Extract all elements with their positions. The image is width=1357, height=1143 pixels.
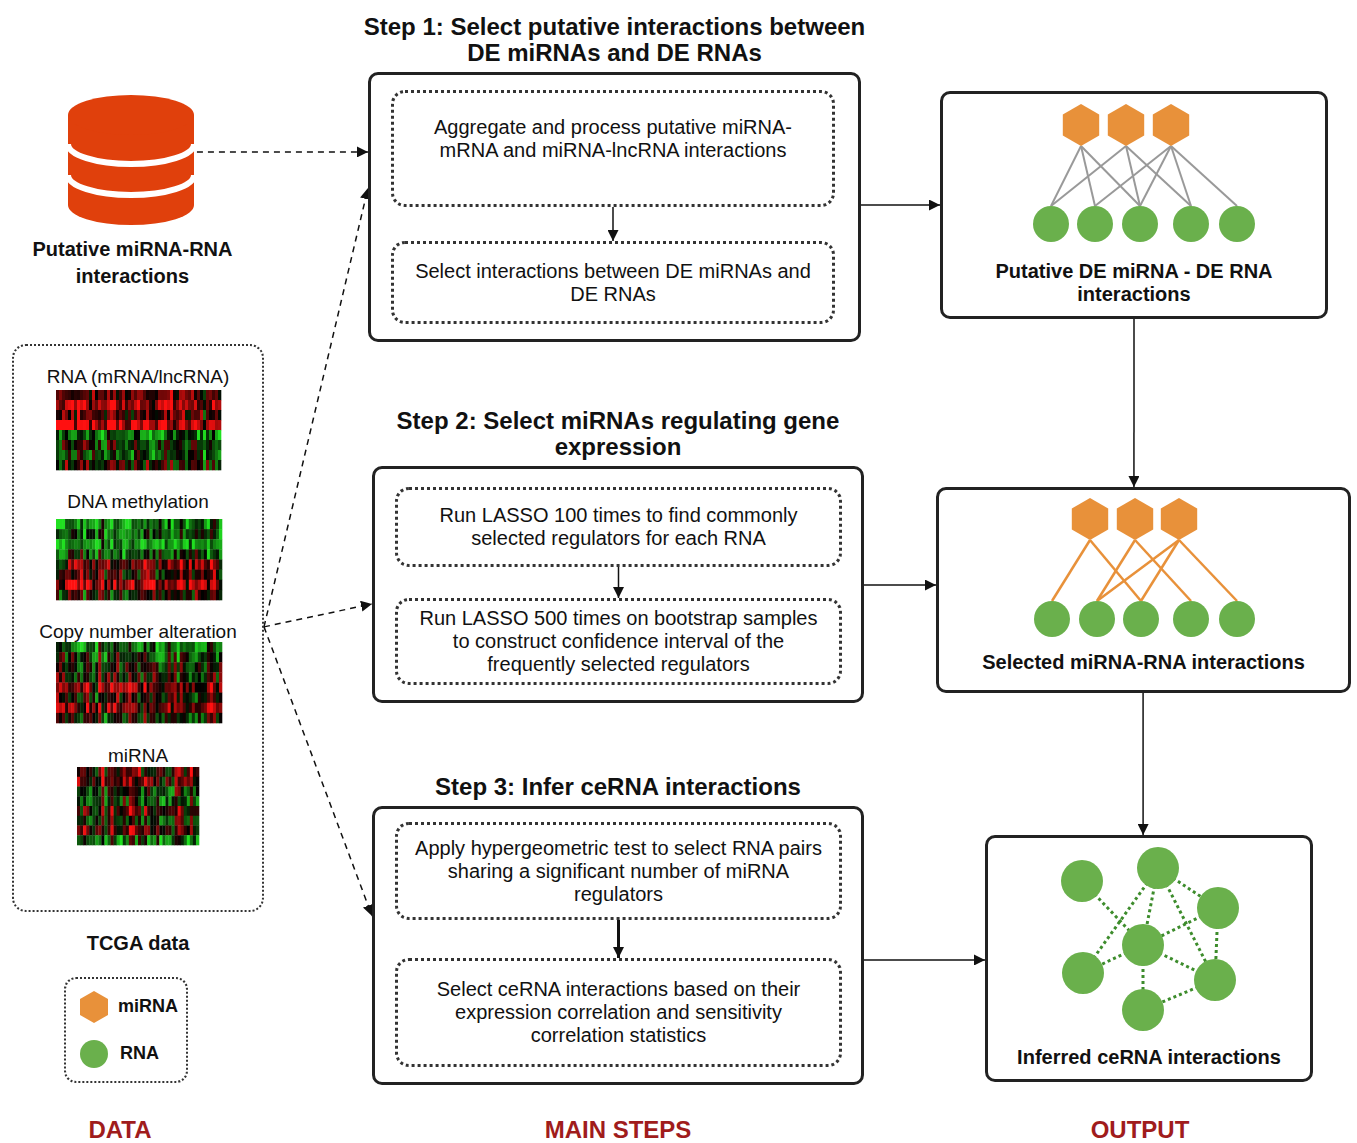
mirna-nodes	[1072, 498, 1197, 540]
node-label: miRNA	[108, 744, 168, 768]
node-label: Putative miRNA-RNA interactions	[14, 236, 251, 290]
connector-arrow	[264, 188, 368, 627]
step-heading: TCGA data	[13, 930, 263, 956]
node-label: Select interactions between DE miRNAs an…	[408, 260, 818, 306]
heatmap: Copy number alteration	[16, 620, 260, 725]
connector-arrow	[864, 959, 985, 961]
legend-label: miRNA	[118, 996, 178, 1017]
database-icon	[68, 95, 194, 225]
connector-arrow	[197, 151, 368, 153]
node-label: Copy number alteration	[39, 620, 237, 644]
rna-nodes	[1033, 206, 1255, 242]
column-label: DATA	[0, 1116, 270, 1143]
process-box: Apply hypergeometric test to select RNA …	[395, 822, 842, 920]
heatmaps	[56, 390, 222, 845]
step-heading: Step 2: Select miRNAs regulating gene ex…	[348, 408, 888, 460]
node-label: Run LASSO 100 times to find commonly sel…	[412, 504, 825, 550]
data-panel: TCGA dataRNA (mRNA/lncRNA)DNA methylatio…	[12, 344, 264, 912]
heatmap: RNA (mRNA/lncRNA)	[20, 365, 256, 473]
process-box: Select ceRNA interactions based on their…	[395, 958, 842, 1067]
connector-arrow	[264, 627, 372, 916]
legend-label: RNA	[120, 1043, 159, 1064]
rna-nodes	[1034, 601, 1255, 637]
rna-nodes	[1061, 847, 1239, 1031]
node-label: Putative DE miRNA - DE RNA interactions	[953, 260, 1315, 306]
column-label: MAIN STEPS	[468, 1116, 768, 1143]
legend-box: miRNA RNA	[64, 977, 188, 1083]
legend-row: miRNA	[74, 987, 178, 1027]
legend-swatch	[74, 1034, 114, 1074]
node-label: RNA (mRNA/lncRNA)	[47, 365, 230, 389]
connector-arrow	[861, 204, 940, 206]
output-box: Putative DE miRNA - DE RNA interactions	[940, 91, 1328, 319]
step-heading: Step 3: Infer ceRNA interactions	[348, 774, 888, 800]
connector-arrow	[617, 920, 620, 958]
network-putative	[1051, 146, 1237, 206]
process-box: Run LASSO 500 times on bootstrap samples…	[395, 598, 842, 685]
legend-swatch	[74, 987, 112, 1027]
connector-arrow	[1133, 319, 1135, 487]
node-label: Select ceRNA interactions based on their…	[412, 978, 825, 1047]
network-selected	[1052, 540, 1237, 601]
output-box: Selected miRNA-RNA interactions	[936, 487, 1351, 693]
mirna-nodes	[1063, 104, 1189, 146]
step-heading: Step 1: Select putative interactions bet…	[345, 14, 885, 66]
process-box: Run LASSO 100 times to find commonly sel…	[395, 487, 842, 567]
step-box: Step 3: Infer ceRNA interactionsApply hy…	[372, 806, 864, 1085]
node-label: Run LASSO 500 times on bootstrap samples…	[412, 607, 825, 676]
node-label: Aggregate and process putative miRNA-mRN…	[408, 116, 818, 162]
heatmap: miRNA	[20, 744, 256, 847]
node-label: Selected miRNA-RNA interactions	[982, 651, 1305, 674]
node-label: Apply hypergeometric test to select RNA …	[412, 837, 825, 906]
connector-arrow	[1142, 693, 1144, 835]
heatmap: DNA methylation	[20, 490, 256, 602]
column-label: OUTPUT	[990, 1116, 1290, 1143]
connector-arrow	[264, 604, 372, 627]
node-label: Inferred ceRNA interactions	[1017, 1046, 1281, 1069]
step-box: Step 2: Select miRNAs regulating gene ex…	[372, 466, 864, 703]
process-box: Aggregate and process putative miRNA-mRN…	[391, 90, 835, 207]
output-box: Inferred ceRNA interactions	[985, 835, 1313, 1082]
database: Putative miRNA-RNA interactions	[10, 88, 255, 296]
connector-arrow	[864, 584, 936, 586]
legend-row: RNA	[74, 1034, 178, 1074]
connector-arrow	[612, 207, 614, 241]
process-box: Select interactions between DE miRNAs an…	[391, 241, 835, 324]
connector-arrow	[618, 567, 620, 598]
step-box: Step 1: Select putative interactions bet…	[368, 72, 861, 342]
node-label: DNA methylation	[67, 490, 209, 514]
